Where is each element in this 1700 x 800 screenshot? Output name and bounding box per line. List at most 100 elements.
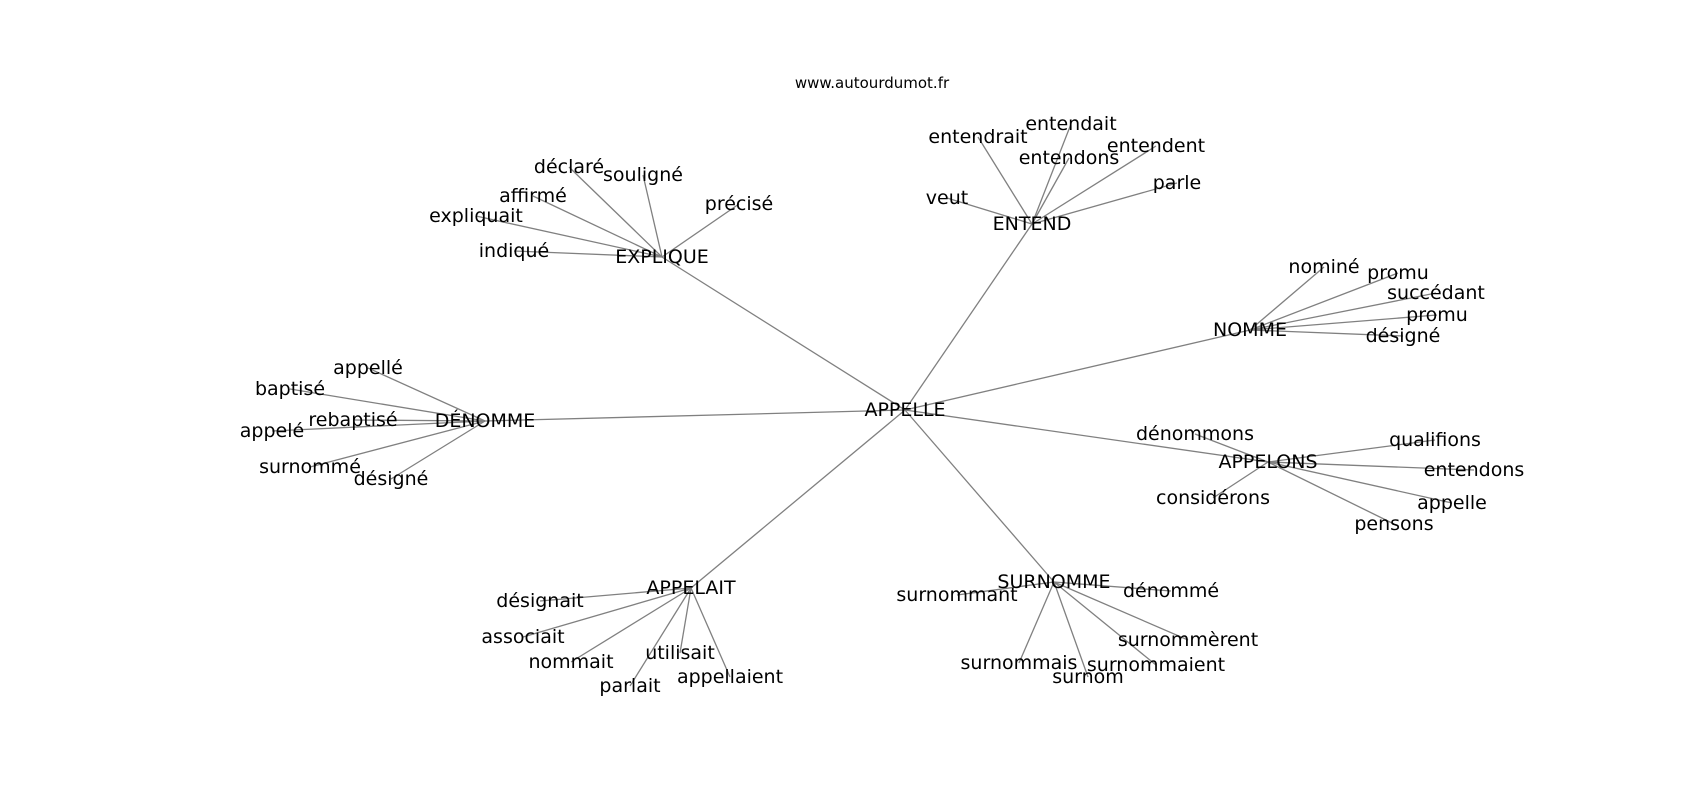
hub-node: ENTEND xyxy=(993,213,1072,235)
leaf-node: appelle xyxy=(1417,492,1487,514)
leaf-node: nominé xyxy=(1288,256,1359,278)
edge-root-hub xyxy=(904,409,1269,463)
edge-hub-leaf xyxy=(390,420,486,480)
edge-hub-leaf xyxy=(1267,461,1453,504)
leaf-node: promu xyxy=(1367,262,1429,284)
leaf-node: précisé xyxy=(705,193,773,215)
leaf-node: désigné xyxy=(354,468,429,490)
leaf-node: surnommaient xyxy=(1087,654,1225,676)
edge-hub-leaf xyxy=(1212,461,1269,499)
leaf-node: entendrait xyxy=(928,126,1027,148)
edge-root-hub xyxy=(661,256,906,411)
leaf-node: utilisait xyxy=(645,642,715,664)
hub-node: APPELAIT xyxy=(646,577,736,599)
edge-hub-leaf xyxy=(367,367,486,422)
leaf-node: dénommé xyxy=(1123,580,1219,602)
edge-hub-leaf xyxy=(532,195,663,258)
leaf-node: appellé xyxy=(333,357,403,379)
edge-hub-leaf xyxy=(1267,461,1475,471)
hub-node: EXPLIQUE xyxy=(615,246,709,268)
leaf-node: rebaptisé xyxy=(308,409,397,431)
leaf-node: dénommons xyxy=(1136,423,1254,445)
edge-hub-leaf xyxy=(568,166,663,258)
edge-hub-leaf xyxy=(1053,581,1172,592)
leaf-node: promu xyxy=(1406,304,1468,326)
edge-hub-leaf xyxy=(271,420,486,432)
edge-hub-leaf xyxy=(977,136,1033,225)
leaf-node: surnommant xyxy=(896,584,1017,606)
leaf-node: entendait xyxy=(1025,113,1116,135)
edge-hub-leaf xyxy=(289,388,486,422)
edge-hub-leaf xyxy=(352,419,486,422)
leaf-node: considérons xyxy=(1156,487,1270,509)
leaf-node: appellaient xyxy=(677,666,783,688)
edge-hub-leaf xyxy=(1249,272,1399,331)
source-label: www.autourdumot.fr xyxy=(795,74,950,92)
leaf-node: baptisé xyxy=(255,378,325,400)
hub-node: SURNOMME xyxy=(997,571,1110,593)
leaf-node: surnommé xyxy=(259,456,361,478)
leaf-node: parlait xyxy=(599,675,660,697)
edge-hub-leaf xyxy=(1267,439,1436,463)
leaf-node: appelé xyxy=(240,420,304,442)
edge-hub-leaf xyxy=(570,587,692,663)
edge-root-hub xyxy=(904,329,1251,411)
hub-node: DÉNOMME xyxy=(435,409,536,432)
edge-hub-leaf xyxy=(513,250,663,258)
edge-hub-leaf xyxy=(1053,581,1089,678)
edge-hub-leaf xyxy=(946,197,1033,225)
edge-hub-leaf xyxy=(1249,266,1325,331)
leaf-node: associait xyxy=(481,626,564,648)
edges-layer xyxy=(271,123,1475,687)
edge-root-hub xyxy=(690,409,906,589)
leaf-node: entendent xyxy=(1107,135,1205,157)
leaf-node: succédant xyxy=(1387,282,1485,304)
edge-root-hub xyxy=(904,409,1055,583)
leaf-node: affirmé xyxy=(499,185,567,207)
edge-hub-leaf xyxy=(309,420,486,468)
edge-root-hub xyxy=(904,223,1033,411)
root-node: APPELLE xyxy=(864,399,945,421)
edge-hub-leaf xyxy=(690,587,731,678)
leaf-node: déclaré xyxy=(534,156,604,178)
leaf-node: entendons xyxy=(1424,459,1525,481)
edge-hub-leaf xyxy=(522,587,692,638)
leaf-node: entendons xyxy=(1019,147,1120,169)
leaf-node: expliquait xyxy=(429,205,523,227)
leaf-node: souligné xyxy=(603,164,683,186)
edge-hub-leaf xyxy=(679,587,692,654)
edge-hub-leaf xyxy=(1031,123,1072,225)
leaf-node: désigné xyxy=(1366,325,1441,347)
edge-hub-leaf xyxy=(1249,329,1404,337)
edge-hub-leaf xyxy=(1053,581,1189,641)
edge-hub-leaf xyxy=(539,587,692,602)
leaf-node: désignait xyxy=(496,590,583,612)
edge-hub-leaf xyxy=(1031,182,1178,225)
labels-layer: www.autourdumot.fr APPELLE EXPLIQUE déclar… xyxy=(240,74,1524,697)
leaf-node: surnom xyxy=(1052,666,1124,688)
leaf-node: parle xyxy=(1153,172,1201,194)
leaf-node: surnommèrent xyxy=(1118,629,1258,651)
edge-hub-leaf xyxy=(1018,581,1055,664)
edge-hub-leaf xyxy=(1249,292,1437,331)
hub-node: APPELONS xyxy=(1218,451,1317,473)
leaf-node: qualifions xyxy=(1389,429,1481,451)
edge-hub-leaf xyxy=(661,203,740,258)
edge-hub-leaf xyxy=(956,581,1055,596)
edge-hub-leaf xyxy=(475,215,663,258)
edge-hub-leaf xyxy=(642,174,663,258)
edge-hub-leaf xyxy=(1053,581,1157,666)
edge-hub-leaf xyxy=(1249,314,1438,331)
edge-hub-leaf xyxy=(1031,157,1070,225)
hub-node: NOMME xyxy=(1213,319,1287,341)
leaf-node: nommait xyxy=(528,651,613,673)
edge-root-hub xyxy=(484,409,906,422)
leaf-node: pensons xyxy=(1354,513,1433,535)
leaf-node: veut xyxy=(926,187,968,209)
edge-hub-leaf xyxy=(629,587,692,687)
edge-hub-leaf xyxy=(1194,433,1269,463)
leaf-node: indiqué xyxy=(479,240,549,262)
leaf-node: surnommais xyxy=(961,652,1078,674)
